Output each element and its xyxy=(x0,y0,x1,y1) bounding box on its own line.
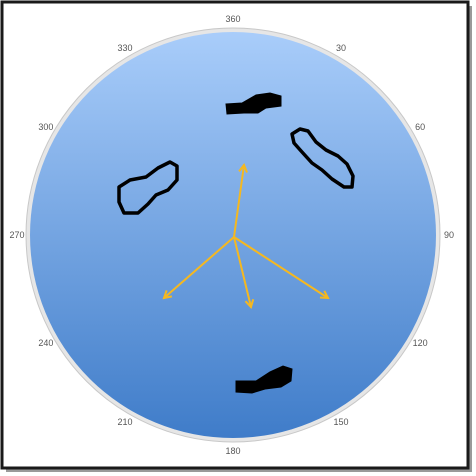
blob-left xyxy=(117,160,179,215)
blob-top xyxy=(225,92,282,115)
arrow-down-left xyxy=(164,236,235,298)
tick-label-360: 360 xyxy=(225,14,240,24)
tick-label-300: 300 xyxy=(38,122,53,132)
tick-label-240: 240 xyxy=(38,338,53,348)
arrow-up xyxy=(233,165,244,238)
compass-disk xyxy=(30,32,436,438)
arrows xyxy=(164,165,328,307)
tick-label-270: 270 xyxy=(9,230,24,240)
tick-label-90: 90 xyxy=(444,230,454,240)
tick-label-30: 30 xyxy=(336,43,346,53)
arrow-down-right xyxy=(233,236,328,298)
tick-label-120: 120 xyxy=(413,338,428,348)
tick-label-150: 150 xyxy=(333,417,348,427)
arrow-down xyxy=(233,236,251,307)
tick-label-180: 180 xyxy=(225,446,240,456)
tick-labels: 360 30 60 90 120 150 180 210 240 270 300 330 xyxy=(9,14,454,456)
tick-label-330: 330 xyxy=(117,43,132,53)
blob-bottom xyxy=(235,365,293,394)
blob-upper-right xyxy=(290,127,355,189)
tick-label-60: 60 xyxy=(415,122,425,132)
tick-label-210: 210 xyxy=(117,417,132,427)
